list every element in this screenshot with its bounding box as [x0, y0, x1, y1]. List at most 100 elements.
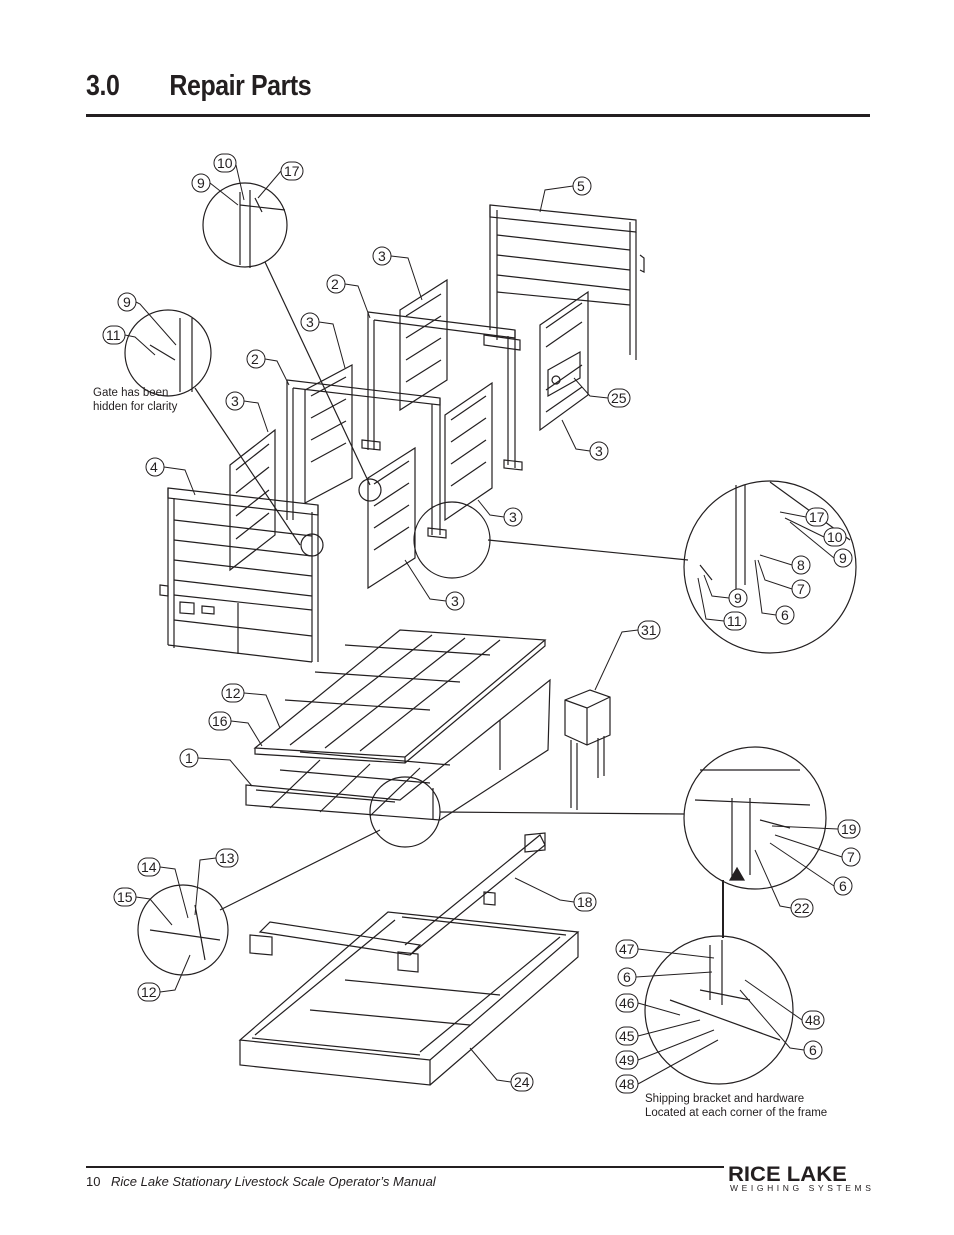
callout-48-left: 48: [615, 1039, 719, 1094]
svg-text:6: 6: [623, 969, 631, 985]
callout-6-ship-right: 6: [739, 989, 823, 1060]
callout-16: 16: [208, 711, 263, 747]
callout-11-right: 11: [697, 577, 747, 631]
svg-text:48: 48: [619, 1076, 635, 1092]
callout-12-bottom: 12: [137, 954, 191, 1002]
callout-7-lower: 7: [774, 834, 861, 867]
svg-text:9: 9: [734, 590, 742, 606]
base-frame-drawing: [238, 911, 580, 1086]
callout-4: 4: [145, 457, 196, 496]
svg-text:3: 3: [306, 314, 314, 330]
callout-47: 47: [615, 939, 715, 959]
svg-text:9: 9: [197, 175, 205, 191]
callout-3-b: 3: [300, 312, 346, 369]
svg-text:5: 5: [577, 178, 585, 194]
svg-text:19: 19: [841, 821, 857, 837]
callout-10-top: 10: [213, 153, 245, 201]
svg-text:48: 48: [805, 1012, 821, 1028]
svg-text:9: 9: [839, 550, 847, 566]
gate-hidden-note: Gate has been hidden for clarity: [93, 387, 178, 413]
page-title: 3.0 Repair Parts: [86, 70, 312, 103]
svg-text:9: 9: [123, 294, 131, 310]
svg-text:7: 7: [847, 849, 855, 865]
title-rule: [86, 114, 870, 117]
arch-front-drawing: [286, 379, 447, 539]
side-panel-far-left-drawing: [229, 428, 276, 572]
callout-1: 1: [179, 748, 253, 787]
callout-3-c: 3: [225, 391, 269, 433]
callout-6-right: 6: [754, 559, 795, 625]
svg-text:17: 17: [284, 163, 300, 179]
svg-text:1: 1: [185, 750, 193, 766]
svg-text:6: 6: [781, 607, 789, 623]
callout-12-deck: 12: [221, 683, 281, 729]
callout-9-right: 9: [789, 521, 853, 568]
svg-text:25: 25: [611, 390, 627, 406]
callout-17-top: 17: [257, 161, 304, 199]
callout-18: 18: [514, 877, 597, 912]
callout-2-a: 2: [326, 274, 371, 319]
callout-5: 5: [539, 176, 592, 213]
callout-15: 15: [113, 887, 173, 926]
callout-group: 10 17 9 5 3 2 3 2 3 4 25 3 3 3 9 11 17 1…: [102, 153, 861, 1094]
detail-circle-top: [202, 182, 288, 268]
svg-text:3: 3: [231, 393, 239, 409]
svg-text:4: 4: [150, 459, 158, 475]
platform-deck-drawing: [253, 629, 547, 764]
indicator-box-drawing: [564, 689, 611, 810]
small-circle-gate: [300, 533, 324, 557]
small-circle-panel: [358, 478, 382, 502]
svg-text:13: 13: [219, 850, 235, 866]
svg-text:17: 17: [809, 509, 825, 525]
detail-circle-left: [124, 309, 212, 397]
arch-back-drawing: [361, 311, 523, 471]
callout-48-right: 48: [744, 979, 825, 1030]
side-panel-right-drawing: [539, 290, 589, 432]
svg-text:12: 12: [225, 685, 241, 701]
svg-text:11: 11: [106, 327, 121, 343]
callout-3-a: 3: [372, 246, 423, 301]
callout-31: 31: [594, 620, 661, 691]
shipping-bracket-note: Shipping bracket and hardware Located at…: [645, 1093, 828, 1119]
callout-9-right-lower: 9: [703, 574, 748, 608]
large-circle-arch: [413, 501, 491, 579]
callout-49: 49: [615, 1029, 715, 1070]
section-number: 3.0: [86, 70, 120, 102]
svg-text:6: 6: [839, 878, 847, 894]
svg-text:14: 14: [141, 859, 157, 875]
svg-text:3: 3: [509, 509, 517, 525]
callout-9-left: 9: [117, 292, 177, 346]
callout-10-right: 10: [784, 517, 847, 547]
svg-text:22: 22: [794, 900, 810, 916]
side-panel-mid-drawing: [444, 381, 493, 522]
svg-text:3: 3: [451, 593, 459, 609]
logo-sub-text: WEIGHING SYSTEMS: [730, 1183, 875, 1193]
svg-text:49: 49: [619, 1052, 635, 1068]
section-title: Repair Parts: [169, 70, 312, 102]
logo-main-text: RICE LAKE: [728, 1163, 847, 1186]
callout-24: 24: [469, 1047, 534, 1092]
svg-text:45: 45: [619, 1028, 635, 1044]
svg-text:47: 47: [619, 941, 635, 957]
callout-14: 14: [137, 857, 189, 919]
detail-circle-shipping: [644, 935, 794, 1085]
svg-text:16: 16: [212, 713, 228, 729]
scale-frame-drawing: [245, 678, 551, 821]
svg-text:31: 31: [641, 622, 657, 638]
callout-6-lower: 6: [769, 842, 853, 896]
svg-text:46: 46: [619, 995, 635, 1011]
detail-circle-right-lower: [683, 746, 827, 890]
rice-lake-logo: RICE LAKE WEIGHING SYSTEMS: [728, 1163, 871, 1193]
footer-manual-title: Rice Lake Stationary Livestock Scale Ope…: [111, 1174, 436, 1189]
callout-3-d: 3: [561, 419, 609, 461]
svg-text:7: 7: [797, 581, 805, 597]
callout-17-right: 17: [779, 507, 829, 527]
svg-text:8: 8: [797, 557, 805, 573]
callout-9-top: 9: [191, 173, 239, 206]
side-panel-left-drawing: [304, 364, 353, 504]
side-panel-front-drawing: [367, 446, 416, 590]
svg-text:10: 10: [217, 155, 233, 171]
detail-circle-bottom-left: [137, 884, 229, 976]
svg-text:6: 6: [809, 1042, 817, 1058]
